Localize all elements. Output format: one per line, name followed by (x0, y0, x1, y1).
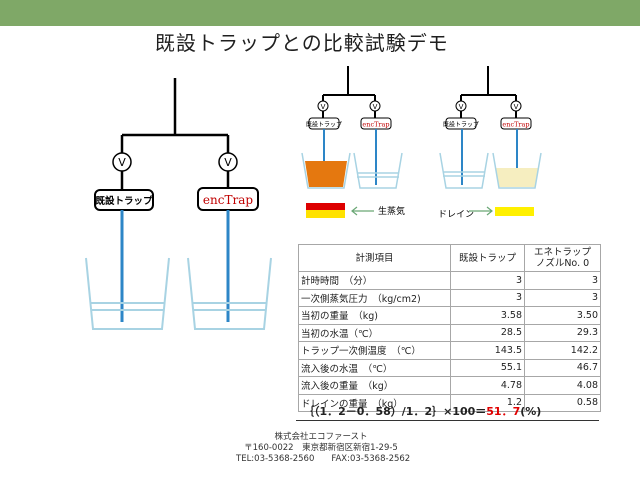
main-tank-enetrap (187, 257, 272, 330)
main-valve-enetrap: V (218, 152, 238, 172)
small-enetrap-label: encTrap (502, 121, 529, 129)
valve-symbol: V (321, 103, 326, 111)
table-cell-label: 流入後の重量 （kg） (298, 376, 451, 395)
table-cell-label: 流入後の水温 （℃） (298, 358, 451, 377)
table-cell-enetrap: 3.50 (524, 306, 601, 325)
drain-tank-clear (439, 152, 489, 189)
main-existing-trap-box: 既設トラップ (94, 189, 154, 211)
main-tank-existing (85, 257, 170, 330)
table-cell-existing: 3 (450, 288, 525, 307)
table-header-item: 計測項目 (298, 244, 451, 272)
small-piping-drain (460, 66, 517, 118)
drain-label: ドレイン (438, 210, 474, 220)
table-cell-existing: 4.78 (450, 376, 525, 395)
small-enetrap-label: encTrap (362, 121, 389, 129)
steam-tank-clear (353, 152, 403, 189)
table-cell-existing: 143.5 (450, 341, 525, 360)
main-existing-trap-label: 既設トラップ (95, 195, 153, 207)
table-header-existing: 既設トラップ (450, 244, 525, 272)
small-valve: V V (317, 100, 381, 112)
table-cell-existing: 3 (450, 271, 525, 290)
small-piping-steam (322, 66, 376, 118)
valve-symbol: V (514, 103, 519, 111)
small-valve: V V (455, 100, 522, 112)
table-header-row: 計測項目 既設トラップ エネトラップノズルNo. 0 (298, 244, 601, 272)
steam-swatch (306, 203, 345, 218)
drain-arrow (469, 206, 493, 216)
table-cell-label: 当初の水温（℃） (298, 323, 451, 342)
table-cell-enetrap: 3 (524, 288, 601, 307)
table-cell-enetrap: 0.58 (524, 393, 601, 412)
table-cell-label: 計時時間 （分） (298, 271, 451, 290)
small-trap-boxes-steam: 既設トラップ encTrap (306, 117, 392, 130)
small-existing-trap-label: 既設トラップ (306, 121, 342, 129)
formula-unit: (%) (520, 405, 542, 418)
main-enetrap-label: encTrap (203, 193, 253, 207)
table-cell-enetrap: 46.7 (524, 358, 601, 377)
company-contact: TEL:03-5368-2560 FAX:03-5368-2562 (236, 454, 411, 464)
small-existing-trap-label: 既設トラップ (443, 121, 479, 129)
steam-arrow (351, 206, 374, 216)
top-accent-bar (0, 0, 640, 26)
table-cell-label: トラップ一次側温度 （℃） (298, 341, 451, 360)
valve-symbol: V (224, 156, 232, 169)
table-cell-enetrap: 29.3 (524, 323, 601, 342)
efficiency-formula: ｛（1．2－0．58）/1．2｝×100＝51．7(%) (303, 404, 603, 420)
table-cell-enetrap: 3 (524, 271, 601, 290)
table-cell-label: 当初の重量 （kg) (298, 306, 451, 325)
table-cell-label: 一次側蒸気圧力 （kg/cm2) (298, 288, 451, 307)
company-name: 株式会社エコファースト (274, 432, 368, 442)
formula-result: 51．7 (486, 405, 521, 418)
formula-underline (296, 420, 599, 421)
table-cell-existing: 3.58 (450, 306, 525, 325)
main-valve-existing: V (112, 152, 132, 172)
valve-symbol: V (118, 156, 126, 169)
table-cell-existing: 55.1 (450, 358, 525, 377)
company-footer: 株式会社エコファースト 〒160-0022 東京都新宿区新宿1-29-5 TEL… (236, 432, 411, 465)
table-cell-existing: 1.2 (450, 393, 525, 412)
drain-tank-cream (492, 152, 542, 189)
valve-symbol: V (373, 103, 378, 111)
main-enetrap-box: encTrap (197, 187, 259, 211)
company-address: 〒160-0022 東京都新宿区新宿1-29-5 (244, 443, 398, 453)
main-piping (120, 78, 230, 190)
formula-expression: ｛（1．2－0．58）/1．2｝×100＝ (303, 405, 487, 418)
table-cell-enetrap: 4.08 (524, 376, 601, 395)
page-title: 既設トラップとの比較試験デモ (155, 31, 449, 55)
table-cell-label: ドレインの重量 （kg） (298, 393, 451, 412)
steam-tank-orange (301, 152, 351, 189)
valve-symbol: V (459, 103, 464, 111)
small-trap-boxes-drain: 既設トラップ encTrap (443, 117, 532, 130)
table-cell-existing: 28.5 (450, 323, 525, 342)
table-header-enetrap: エネトラップノズルNo. 0 (524, 244, 601, 272)
steam-label: 生蒸気 (378, 205, 405, 217)
main-pipes-blue (120, 210, 230, 322)
table-cell-enetrap: 142.2 (524, 341, 601, 360)
drain-swatch (495, 207, 534, 216)
